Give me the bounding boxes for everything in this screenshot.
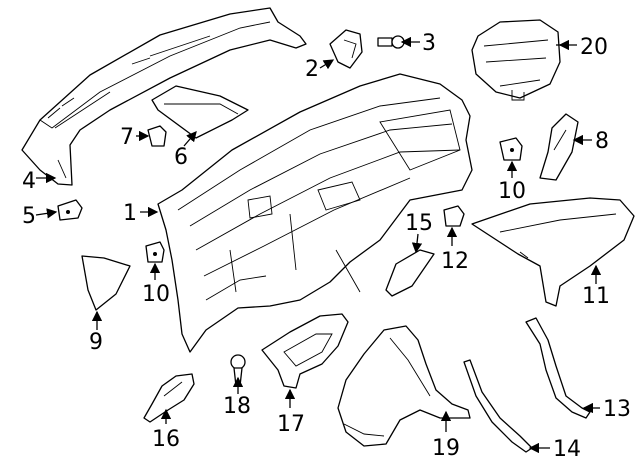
callout-4: 4 bbox=[22, 169, 36, 194]
weatherstrip-part-13[interactable] bbox=[525, 317, 591, 419]
side-bracket-part[interactable] bbox=[539, 113, 579, 181]
leader-2 bbox=[319, 59, 335, 70]
callout-14: 14 bbox=[553, 437, 581, 462]
airbag-module-part[interactable] bbox=[471, 19, 561, 101]
instrument-panel-frame-part[interactable] bbox=[157, 73, 473, 353]
callout-5: 5 bbox=[22, 204, 36, 229]
dash-upper-cover-part[interactable] bbox=[21, 7, 307, 186]
seal-strip-part-14[interactable] bbox=[463, 359, 533, 453]
callout-6: 6 bbox=[174, 145, 188, 170]
callout-15: 15 bbox=[405, 211, 433, 236]
callout-13: 13 bbox=[603, 397, 631, 422]
bolt-part[interactable] bbox=[377, 35, 405, 49]
small-trim-panel-part[interactable] bbox=[385, 249, 435, 297]
clip-part-12[interactable] bbox=[443, 205, 465, 227]
callout-18: 18 bbox=[223, 394, 251, 419]
callout-12: 12 bbox=[441, 249, 469, 274]
clip-part-5[interactable] bbox=[57, 199, 83, 221]
callout-10-left: 10 bbox=[142, 282, 170, 307]
leader-lines bbox=[35, 36, 602, 454]
callout-17: 17 bbox=[277, 412, 305, 437]
clip-part-10-left[interactable] bbox=[145, 241, 165, 263]
callout-8: 8 bbox=[595, 129, 609, 154]
callout-9: 9 bbox=[89, 330, 103, 355]
end-cap-part[interactable] bbox=[81, 255, 131, 311]
callout-1: 1 bbox=[123, 201, 137, 226]
lower-trim-panel-part[interactable] bbox=[337, 325, 471, 447]
callout-2: 2 bbox=[305, 57, 319, 82]
callout-19: 19 bbox=[432, 436, 460, 461]
side-trim-panel-part[interactable] bbox=[471, 197, 635, 307]
callout-7: 7 bbox=[120, 125, 134, 150]
console-panel-part[interactable] bbox=[261, 313, 349, 389]
callout-10-right: 10 bbox=[498, 179, 526, 204]
top-trim-panel-part[interactable] bbox=[151, 85, 249, 139]
callout-labels: 2 3 20 7 6 8 4 10 5 1 15 12 10 11 9 13 1… bbox=[22, 31, 631, 462]
callout-11: 11 bbox=[582, 284, 610, 309]
clip-part-7[interactable] bbox=[147, 125, 167, 147]
leader-5 bbox=[35, 208, 58, 219]
knee-panel-bracket-part[interactable] bbox=[143, 373, 195, 423]
clip-part-10-right[interactable] bbox=[499, 137, 523, 161]
callout-16: 16 bbox=[152, 427, 180, 452]
leader-6 bbox=[183, 131, 197, 147]
bracket-part[interactable] bbox=[329, 29, 363, 69]
leader-15 bbox=[411, 233, 423, 254]
callout-3: 3 bbox=[422, 31, 436, 56]
callout-20: 20 bbox=[580, 35, 608, 60]
